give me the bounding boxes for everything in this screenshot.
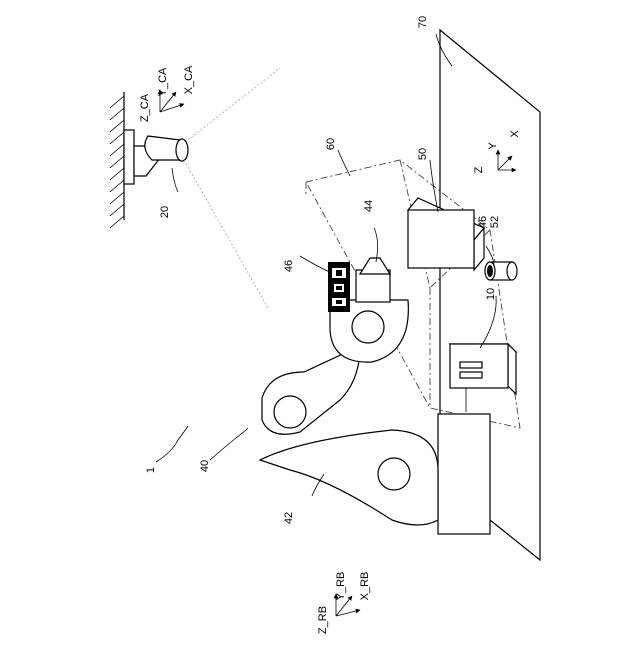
label-44: 44 [363, 200, 375, 212]
label-z-rb: Z_RB [317, 606, 329, 634]
label-y-rb: Y_RB [335, 572, 347, 601]
label-60: 60 [325, 138, 337, 150]
label-z-ca: Z_CA [139, 93, 151, 122]
label-10: 10 [485, 288, 497, 300]
label-40: 40 [199, 460, 211, 472]
label-x-ca: X_CA [183, 65, 195, 94]
marker-46 [328, 262, 350, 312]
object-50 [408, 198, 484, 270]
label-42: 42 [283, 512, 295, 524]
label-52: 52 [489, 216, 501, 228]
device-10 [450, 344, 516, 412]
label-x-world: X [509, 130, 521, 138]
label-y-world: Y [487, 142, 499, 150]
camera-view-lines [184, 68, 280, 308]
label-20: 20 [159, 206, 171, 218]
label-1: 1 [145, 467, 157, 473]
label-x-rb: X_RB [359, 572, 371, 601]
label-z-world: Z [473, 166, 485, 173]
label-46-marker: 46 [283, 260, 295, 272]
label-46-target: 46 [477, 216, 489, 228]
label-y-ca: Y_CA [157, 67, 169, 96]
target-52 [485, 262, 517, 280]
world-axes [498, 150, 516, 170]
robot-base [438, 414, 490, 534]
label-50: 50 [417, 148, 429, 160]
label-70: 70 [417, 16, 429, 28]
